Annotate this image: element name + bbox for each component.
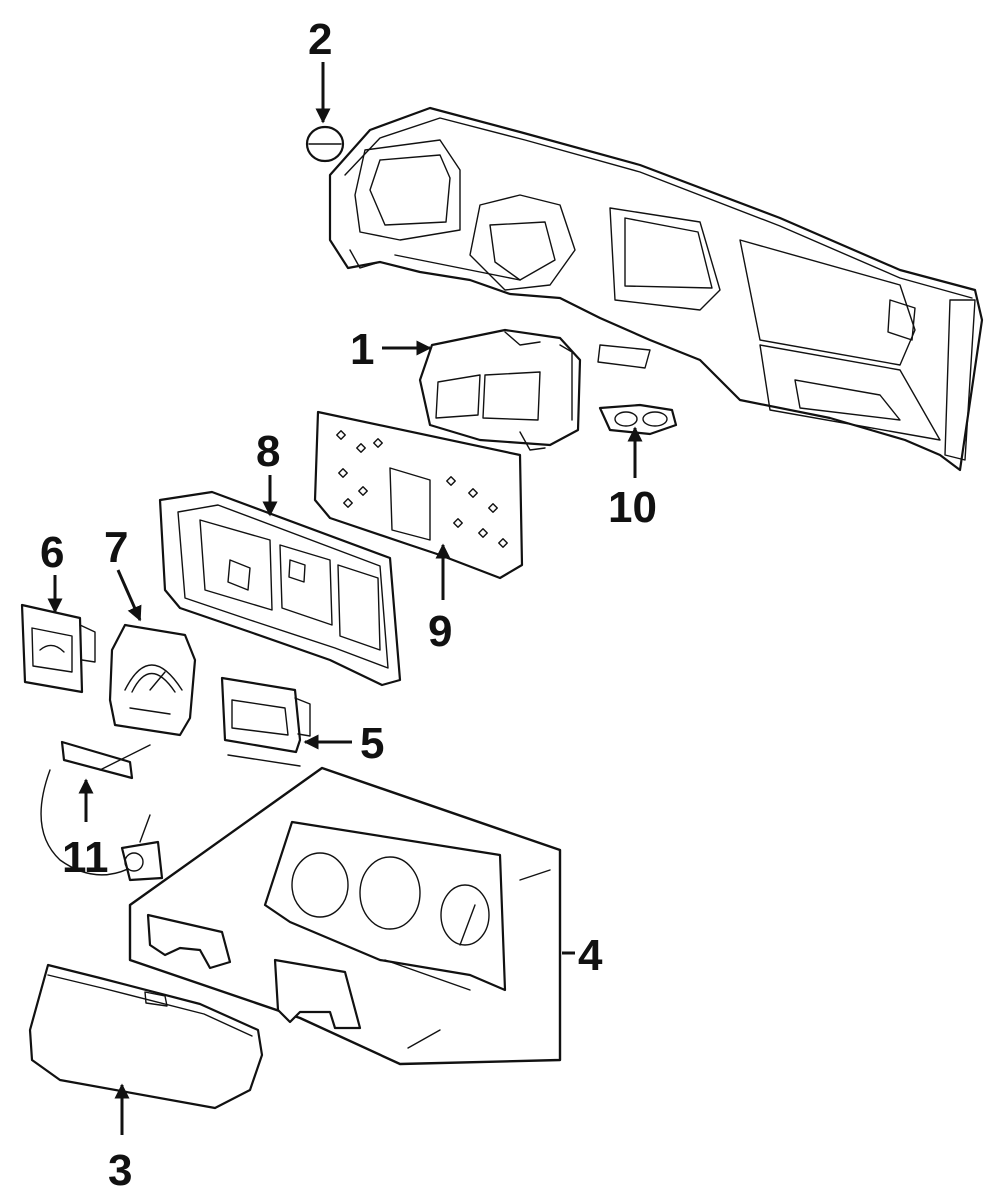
leader-lines [47,62,643,1135]
callout-7: 7 [104,523,128,572]
part-11-sensor [40,740,164,882]
callout-2: 2 [308,15,332,64]
callout-10: 10 [608,483,657,532]
part-1-cluster-housing [418,328,582,451]
callout-6: 6 [40,528,64,577]
callout-9: 9 [428,607,452,656]
callout-5: 5 [360,719,384,768]
part-5-gauge [220,676,311,767]
part-2-cap [305,125,345,163]
part-8-cluster-case [158,490,402,687]
part-6-gauge [20,603,96,694]
part-7-speedometer [108,623,197,737]
part-4-cluster-assembly [128,766,562,1066]
callout-8: 8 [256,427,280,476]
callout-4: 4 [578,931,603,980]
part-3-lens [28,963,264,1110]
instrument-panel [328,106,984,472]
callout-3: 3 [108,1146,132,1195]
part-10-bezel [598,403,678,436]
callout-1: 1 [350,325,374,374]
callout-11: 11 [62,833,109,882]
callout-numbers: 2 1 10 8 9 6 7 5 11 4 3 [40,15,657,1195]
